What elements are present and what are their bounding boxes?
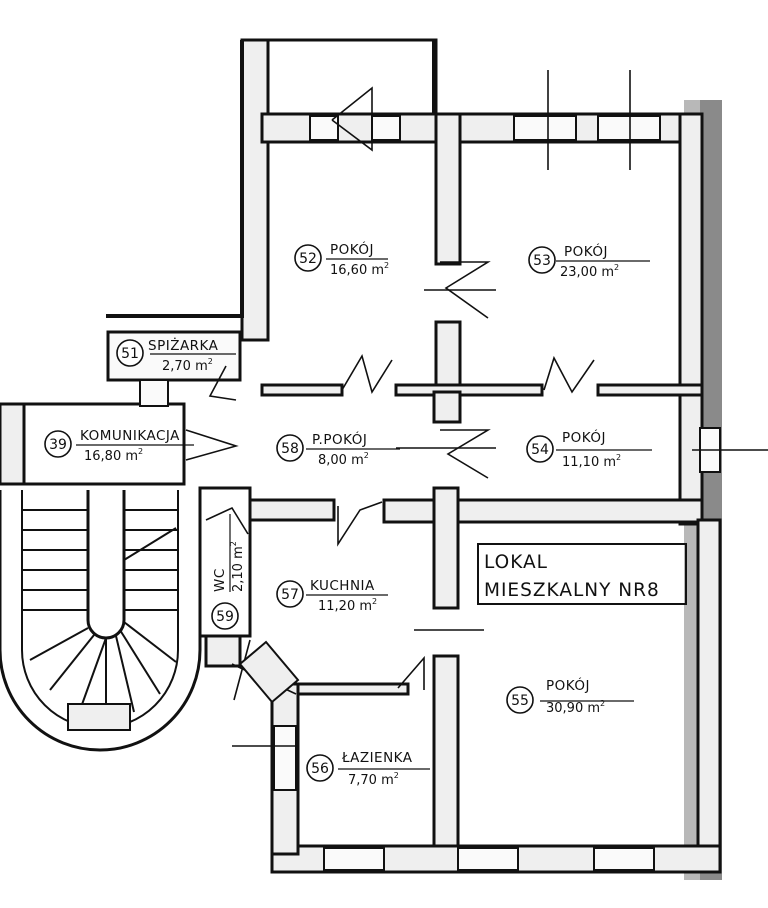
room-area: 7,70 m2 — [348, 771, 399, 788]
room-number-badge — [526, 435, 554, 463]
room-area: 16,80 m2 — [84, 447, 143, 464]
room-number: 55 — [511, 693, 529, 709]
windows — [139, 115, 721, 871]
wall-57-top — [248, 498, 336, 522]
room-number: 52 — [299, 251, 317, 267]
room-name: P.POKÓJ — [312, 430, 367, 448]
window-55-a — [457, 847, 519, 871]
room-name: WC — [212, 568, 228, 592]
window-53-a — [513, 115, 577, 141]
wall-53-bottom — [596, 383, 704, 397]
room-label-51: 51 SPIŻARKA 2,70 m2 — [116, 336, 236, 374]
spizarka-door — [139, 379, 169, 407]
room-area: 11,20 m2 — [318, 597, 377, 614]
room-label-52: 52 POKÓJ 16,60 m2 — [294, 240, 389, 278]
wall-left-52 — [240, 38, 270, 342]
staircase — [0, 490, 202, 752]
balcony-outline — [240, 38, 438, 116]
wall-54-bottom — [382, 498, 704, 524]
wall-56-top — [296, 682, 410, 696]
room-label-53: 53 POKÓJ 23,00 m2 — [528, 242, 650, 280]
room-number: 39 — [49, 437, 67, 453]
room-area: 30,90 m2 — [546, 699, 605, 716]
room-number: 53 — [533, 253, 551, 269]
room-area: 2,70 m2 — [162, 357, 213, 374]
window-52-b — [371, 115, 401, 141]
door-swings — [185, 70, 768, 747]
window-55-b — [593, 847, 655, 871]
room-number: 54 — [531, 442, 549, 458]
room-number: 59 — [216, 609, 234, 625]
wall-57-55 — [432, 486, 460, 610]
room-label-39: 39 KOMUNIKACJA 16,80 m2 — [44, 428, 194, 464]
room-number-badge — [528, 246, 556, 274]
room-name: POKÓJ — [562, 428, 606, 446]
kitchen-angled-frame — [238, 640, 300, 704]
room-number-badge — [44, 430, 72, 458]
room-label-57: 57 KUCHNIA 11,20 m2 — [276, 578, 388, 614]
window-53-b — [597, 115, 661, 141]
room-label-58: 58 P.POKÓJ 8,00 m2 — [276, 430, 400, 468]
title-line1: LOKAL — [484, 552, 548, 573]
title-line2: MIESZKALNY NR8 — [484, 580, 660, 601]
room-name: POKÓJ — [564, 242, 608, 260]
room-number-badge — [294, 244, 322, 272]
room-number: 58 — [281, 441, 299, 457]
room-label-56: 56 ŁAZIENKA 7,70 m2 — [306, 750, 430, 788]
room-number-badge — [116, 339, 144, 367]
wall-left-stair — [0, 402, 26, 486]
room-number: 57 — [281, 587, 299, 603]
room-name: KUCHNIA — [310, 578, 375, 594]
room-name: POKÓJ — [546, 676, 590, 694]
room-number: 56 — [311, 761, 329, 777]
heavy-lines — [106, 40, 436, 318]
wall-mid-bottom — [394, 383, 544, 397]
wall-right — [678, 112, 704, 526]
room-area: 23,00 m2 — [560, 263, 619, 280]
room-label-55: 55 POKÓJ 30,90 m2 — [506, 676, 634, 716]
title-box — [477, 543, 687, 605]
wc-bottom — [204, 634, 242, 668]
room-area: 16,60 m2 — [330, 261, 389, 278]
room-name: ŁAZIENKA — [341, 750, 413, 766]
room-number-badge — [276, 580, 304, 608]
wall-right-lower — [696, 518, 722, 852]
room-name: SPIŻARKA — [148, 336, 219, 354]
room-number-badge — [506, 686, 534, 714]
window-56-side — [273, 725, 297, 791]
room-number-badge — [276, 434, 304, 462]
room-number: 51 — [121, 346, 139, 362]
room-area: 11,10 m2 — [562, 453, 621, 470]
room-name: POKÓJ — [330, 240, 374, 258]
wall-56-55 — [432, 654, 460, 848]
room-area: 2,10 m2 — [229, 541, 246, 592]
window-52-a — [309, 115, 339, 141]
wall-58-54 — [432, 390, 462, 424]
room-area: 8,00 m2 — [318, 451, 369, 468]
room-name: KOMUNIKACJA — [80, 428, 180, 444]
wall-52-bottom — [260, 383, 344, 397]
room-number-badge — [211, 602, 239, 630]
window-56 — [323, 847, 385, 871]
wall-52-53 — [434, 112, 462, 266]
room-label-54: 54 POKÓJ 11,10 m2 — [526, 428, 652, 470]
room-number-badge — [306, 754, 334, 782]
